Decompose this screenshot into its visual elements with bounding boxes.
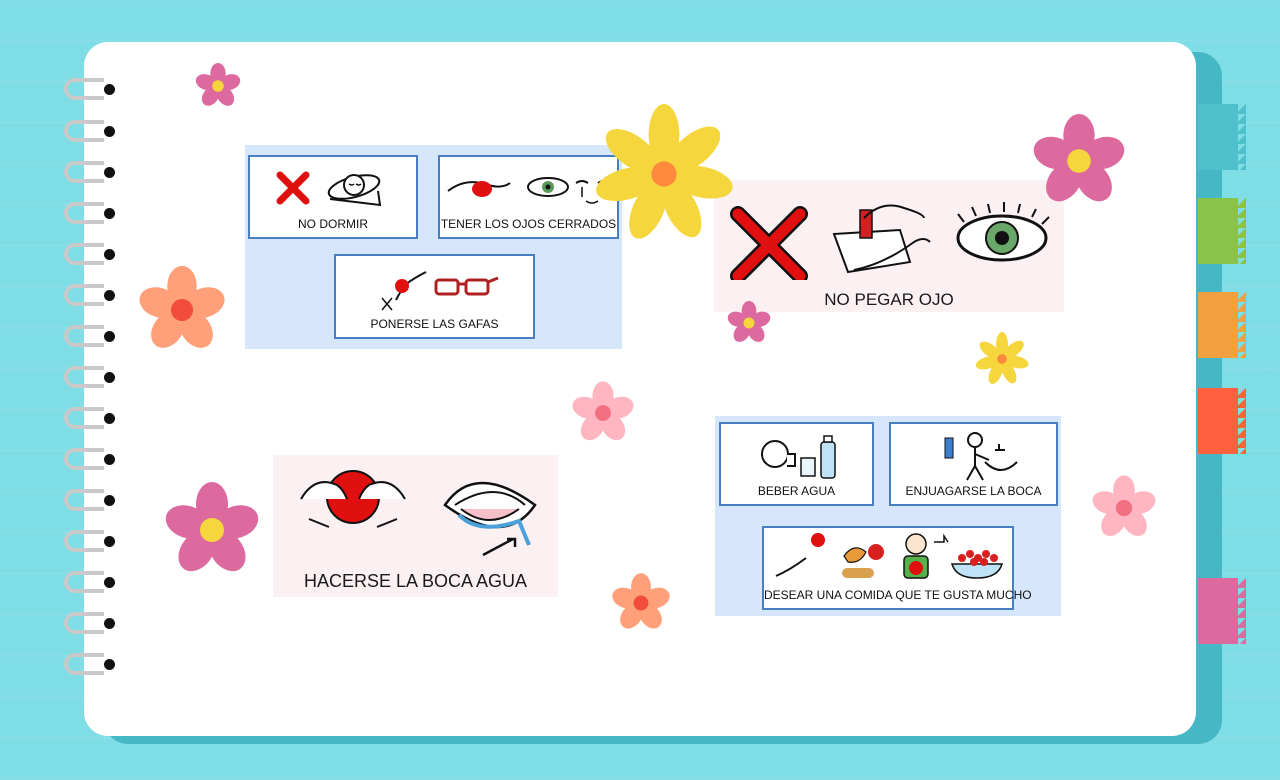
flower-icon bbox=[727, 300, 771, 342]
cross-icon bbox=[276, 171, 310, 205]
card-label: NO PEGAR OJO bbox=[824, 290, 954, 309]
card-beber-agua[interactable]: BEBER AGUA bbox=[719, 422, 874, 506]
flower-icon bbox=[195, 62, 241, 106]
flower-icon bbox=[975, 332, 1029, 384]
pictogram-group-eyes: NO DORMIR TENER LOS OJOS CERRADOS bbox=[245, 145, 622, 349]
eye-icon bbox=[447, 177, 611, 204]
hand-icon bbox=[775, 557, 807, 577]
notebook-tab-orange[interactable] bbox=[1198, 292, 1246, 358]
notebook-tab-green[interactable] bbox=[1198, 198, 1246, 264]
flower-icon bbox=[1033, 113, 1125, 202]
eye-icon bbox=[730, 202, 1050, 280]
card-label: NO DORMIR bbox=[298, 217, 368, 231]
drinking-head-icon bbox=[761, 440, 816, 477]
card-label: DESEAR UNA COMIDA QUE TE GUSTA MUCHO bbox=[764, 588, 1032, 602]
hands-ball-icon bbox=[300, 470, 406, 528]
bowl-icon bbox=[951, 550, 1003, 579]
hand-placing-icon bbox=[381, 271, 427, 311]
flower-icon bbox=[612, 573, 670, 629]
pictogram-group-water: BEBER AGUA ENJUAGARSE LA BOCA bbox=[715, 416, 1061, 616]
card-label: ENJUAGARSE LA BOCA bbox=[905, 484, 1042, 498]
notebook-tab-red[interactable] bbox=[1198, 388, 1246, 454]
card-label: TENER LOS OJOS CERRADOS bbox=[440, 217, 617, 231]
sleeping-person-icon bbox=[276, 171, 382, 207]
card-enjuagarse-la-boca[interactable]: ENJUAGARSE LA BOCA bbox=[889, 422, 1058, 506]
thumbs-up-icon bbox=[934, 533, 949, 543]
child-icon bbox=[903, 533, 929, 579]
card-label: HACERSE LA BOCA AGUA bbox=[303, 571, 528, 591]
flower-icon bbox=[596, 104, 733, 239]
food-icon bbox=[775, 533, 1003, 579]
card-no-pegar-ojo[interactable]: NO PEGAR OJO bbox=[714, 180, 1064, 312]
card-hacerse-la-boca-agua[interactable]: HACERSE LA BOCA AGUA bbox=[273, 455, 558, 597]
person-at-sink-icon bbox=[944, 432, 1018, 481]
flower-icon bbox=[572, 381, 634, 441]
card-ponerse-las-gafas[interactable]: PONERSE LAS GAFAS bbox=[334, 254, 535, 339]
flower-icon bbox=[1092, 475, 1156, 536]
hand-holding-ball-icon bbox=[447, 181, 511, 197]
glasses-icon bbox=[381, 271, 499, 311]
gluing-hands-icon bbox=[832, 204, 931, 274]
card-label: BEBER AGUA bbox=[757, 484, 836, 498]
card-tener-los-ojos-cerrados[interactable]: TENER LOS OJOS CERRADOS bbox=[438, 155, 619, 239]
card-label: PONERSE LAS GAFAS bbox=[370, 317, 499, 331]
card-no-dormir[interactable]: NO DORMIR bbox=[248, 155, 418, 239]
flower-icon bbox=[139, 265, 225, 348]
notebook-tab-pink[interactable] bbox=[1198, 578, 1246, 644]
notebook-tab-cyan[interactable] bbox=[1198, 104, 1246, 170]
drooling-mouth-icon bbox=[300, 470, 537, 557]
card-desear-una-comida[interactable]: DESEAR UNA COMIDA QUE TE GUSTA MUCHO bbox=[762, 526, 1032, 610]
water-bottle-icon bbox=[761, 435, 836, 479]
flower-icon bbox=[165, 482, 259, 572]
eyelid-closing-icon bbox=[575, 180, 611, 204]
cross-icon bbox=[730, 206, 808, 280]
